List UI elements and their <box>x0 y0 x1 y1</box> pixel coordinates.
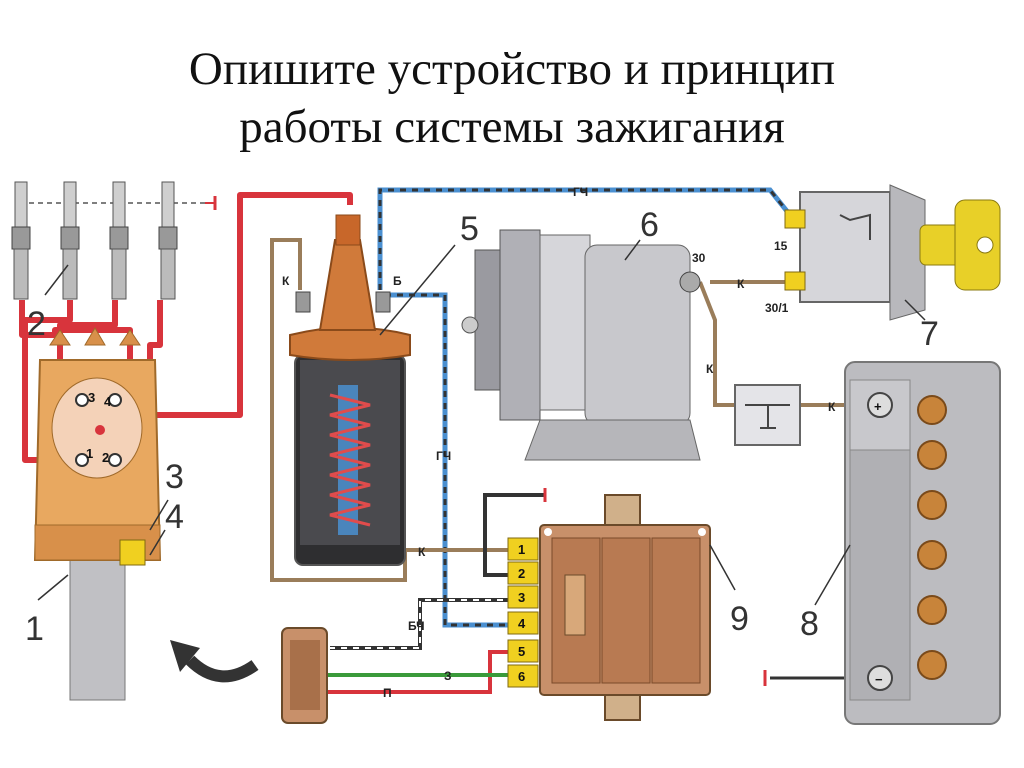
bch-wire <box>330 598 515 650</box>
spark-plug <box>11 181 31 300</box>
label-terminal-15: 15 <box>774 239 788 253</box>
callout-1: 1 <box>25 610 44 648</box>
label-k-generator-down: К <box>706 362 714 376</box>
title-line-2: работы системы зажигания <box>239 101 785 153</box>
distributor-terminal-2: 2 <box>102 450 109 465</box>
label-bch: БЧ <box>408 619 425 633</box>
switching-module: 1 2 3 4 5 6 <box>507 494 711 721</box>
high-voltage-wires <box>19 192 353 463</box>
callouts: 1 2 3 4 5 6 7 8 9 <box>25 206 939 648</box>
spark-plug <box>60 181 80 300</box>
label-gch-vertical: ГЧ <box>436 449 451 463</box>
hall-sensor-connector <box>281 627 328 724</box>
wire-labels: К Б ГЧ ГЧ К К К К БЧ З П 30 15 30/1 <box>282 185 836 700</box>
module-pins: 1 2 3 4 5 6 <box>507 537 539 688</box>
module-pin-1: 1 <box>518 542 525 557</box>
label-gch-top: ГЧ <box>573 185 588 199</box>
distributor-terminal-1: 1 <box>86 446 93 461</box>
callout-9: 9 <box>730 600 749 638</box>
module-pin-6: 6 <box>518 669 525 684</box>
sensor-wires <box>320 650 515 694</box>
module-pin-5: 5 <box>518 644 525 659</box>
module-pin-3: 3 <box>518 590 525 605</box>
ignition-switch <box>784 184 926 321</box>
label-k-battery: К <box>828 400 836 414</box>
label-k-coil: К <box>282 274 290 288</box>
callout-7: 7 <box>920 315 939 353</box>
generator <box>461 229 701 461</box>
spark-plugs <box>11 181 178 300</box>
callout-5: 5 <box>460 210 479 248</box>
label-k-module: К <box>418 545 426 559</box>
module-ground-wire <box>483 488 547 577</box>
spark-plug <box>109 181 129 300</box>
distributor-terminal-4: 4 <box>104 394 112 409</box>
ignition-coil <box>289 214 411 566</box>
callout-2: 2 <box>27 305 46 343</box>
rotation-arrow <box>170 640 259 683</box>
gch-wire <box>377 187 792 628</box>
callout-4: 4 <box>165 498 184 536</box>
callout-8: 8 <box>800 605 819 643</box>
callout-6: 6 <box>640 206 659 244</box>
distributor-terminal-3: 3 <box>88 390 95 405</box>
ignition-system-diagram: 3 4 1 2 <box>11 181 1001 725</box>
battery-minus-terminal: − <box>875 672 883 687</box>
label-k-generator: К <box>737 277 745 291</box>
title-line-1: Опишите устройство и принцип <box>188 43 836 95</box>
module-pin-2: 2 <box>518 566 525 581</box>
battery-plus-terminal: + <box>874 399 882 414</box>
callout-3: 3 <box>165 458 184 496</box>
battery-cell-caps <box>917 395 947 680</box>
slide-title: Опишите устройство и принцип работы сист… <box>0 40 1024 156</box>
label-terminal-30-1: 30/1 <box>765 301 789 315</box>
relay-box <box>734 384 801 446</box>
battery: + − <box>844 361 1001 725</box>
ignition-key-icon <box>919 199 1001 291</box>
distributor: 3 4 1 2 <box>33 327 162 701</box>
label-terminal-30: 30 <box>692 251 706 265</box>
label-z: З <box>444 669 452 683</box>
spark-plug <box>158 181 178 300</box>
module-pin-4: 4 <box>518 616 526 631</box>
label-b-coil: Б <box>393 274 402 288</box>
label-p: П <box>383 686 392 700</box>
